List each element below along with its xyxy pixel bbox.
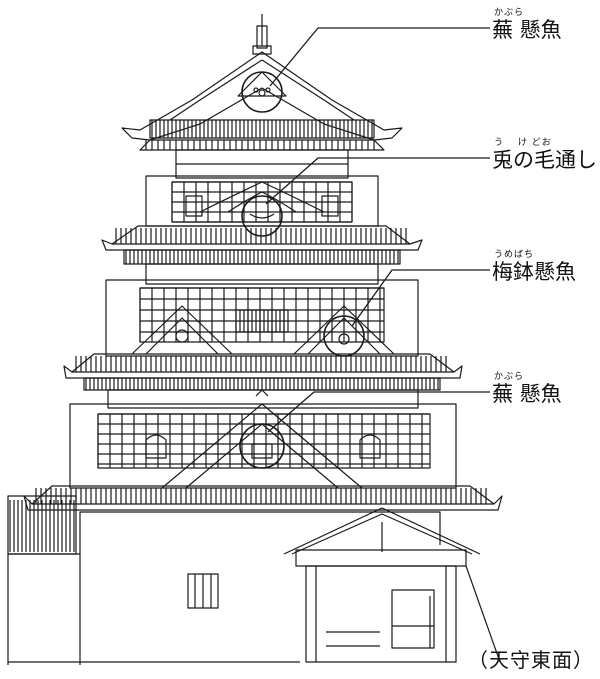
label-usagi-no-kedoshi: う け どお 兎の毛通し [492,138,597,172]
entrance-porch [283,507,501,663]
label-ruby: うめばち [494,250,535,260]
top-tier-body [175,149,349,179]
left-annex [7,495,77,555]
label-text: 梅鉢懸魚 [492,260,576,284]
label-kabura-gegyo-top: かぶら 蕪 懸魚 [492,8,562,42]
label-ruby: かぶら [494,8,525,18]
label-umebachi-gegyo: うめばち 梅鉢懸魚 [492,250,576,284]
top-roof [121,51,403,151]
label-kabura-gegyo-lower: かぶら 蕪 懸魚 [492,372,562,406]
label-text: 兎の毛通し [492,148,597,172]
label-text: 蕪 懸魚 [492,382,562,406]
elevation-caption: （天守東面） [468,648,594,672]
second-tier [63,263,463,391]
finial [252,14,272,55]
leader-lines [265,27,490,433]
label-ruby: う け どお [494,138,552,148]
base-wall [7,511,441,665]
label-text: 蕪 懸魚 [492,18,562,42]
third-tier [101,175,423,265]
first-tier [23,389,503,511]
label-ruby: かぶら [494,372,525,382]
